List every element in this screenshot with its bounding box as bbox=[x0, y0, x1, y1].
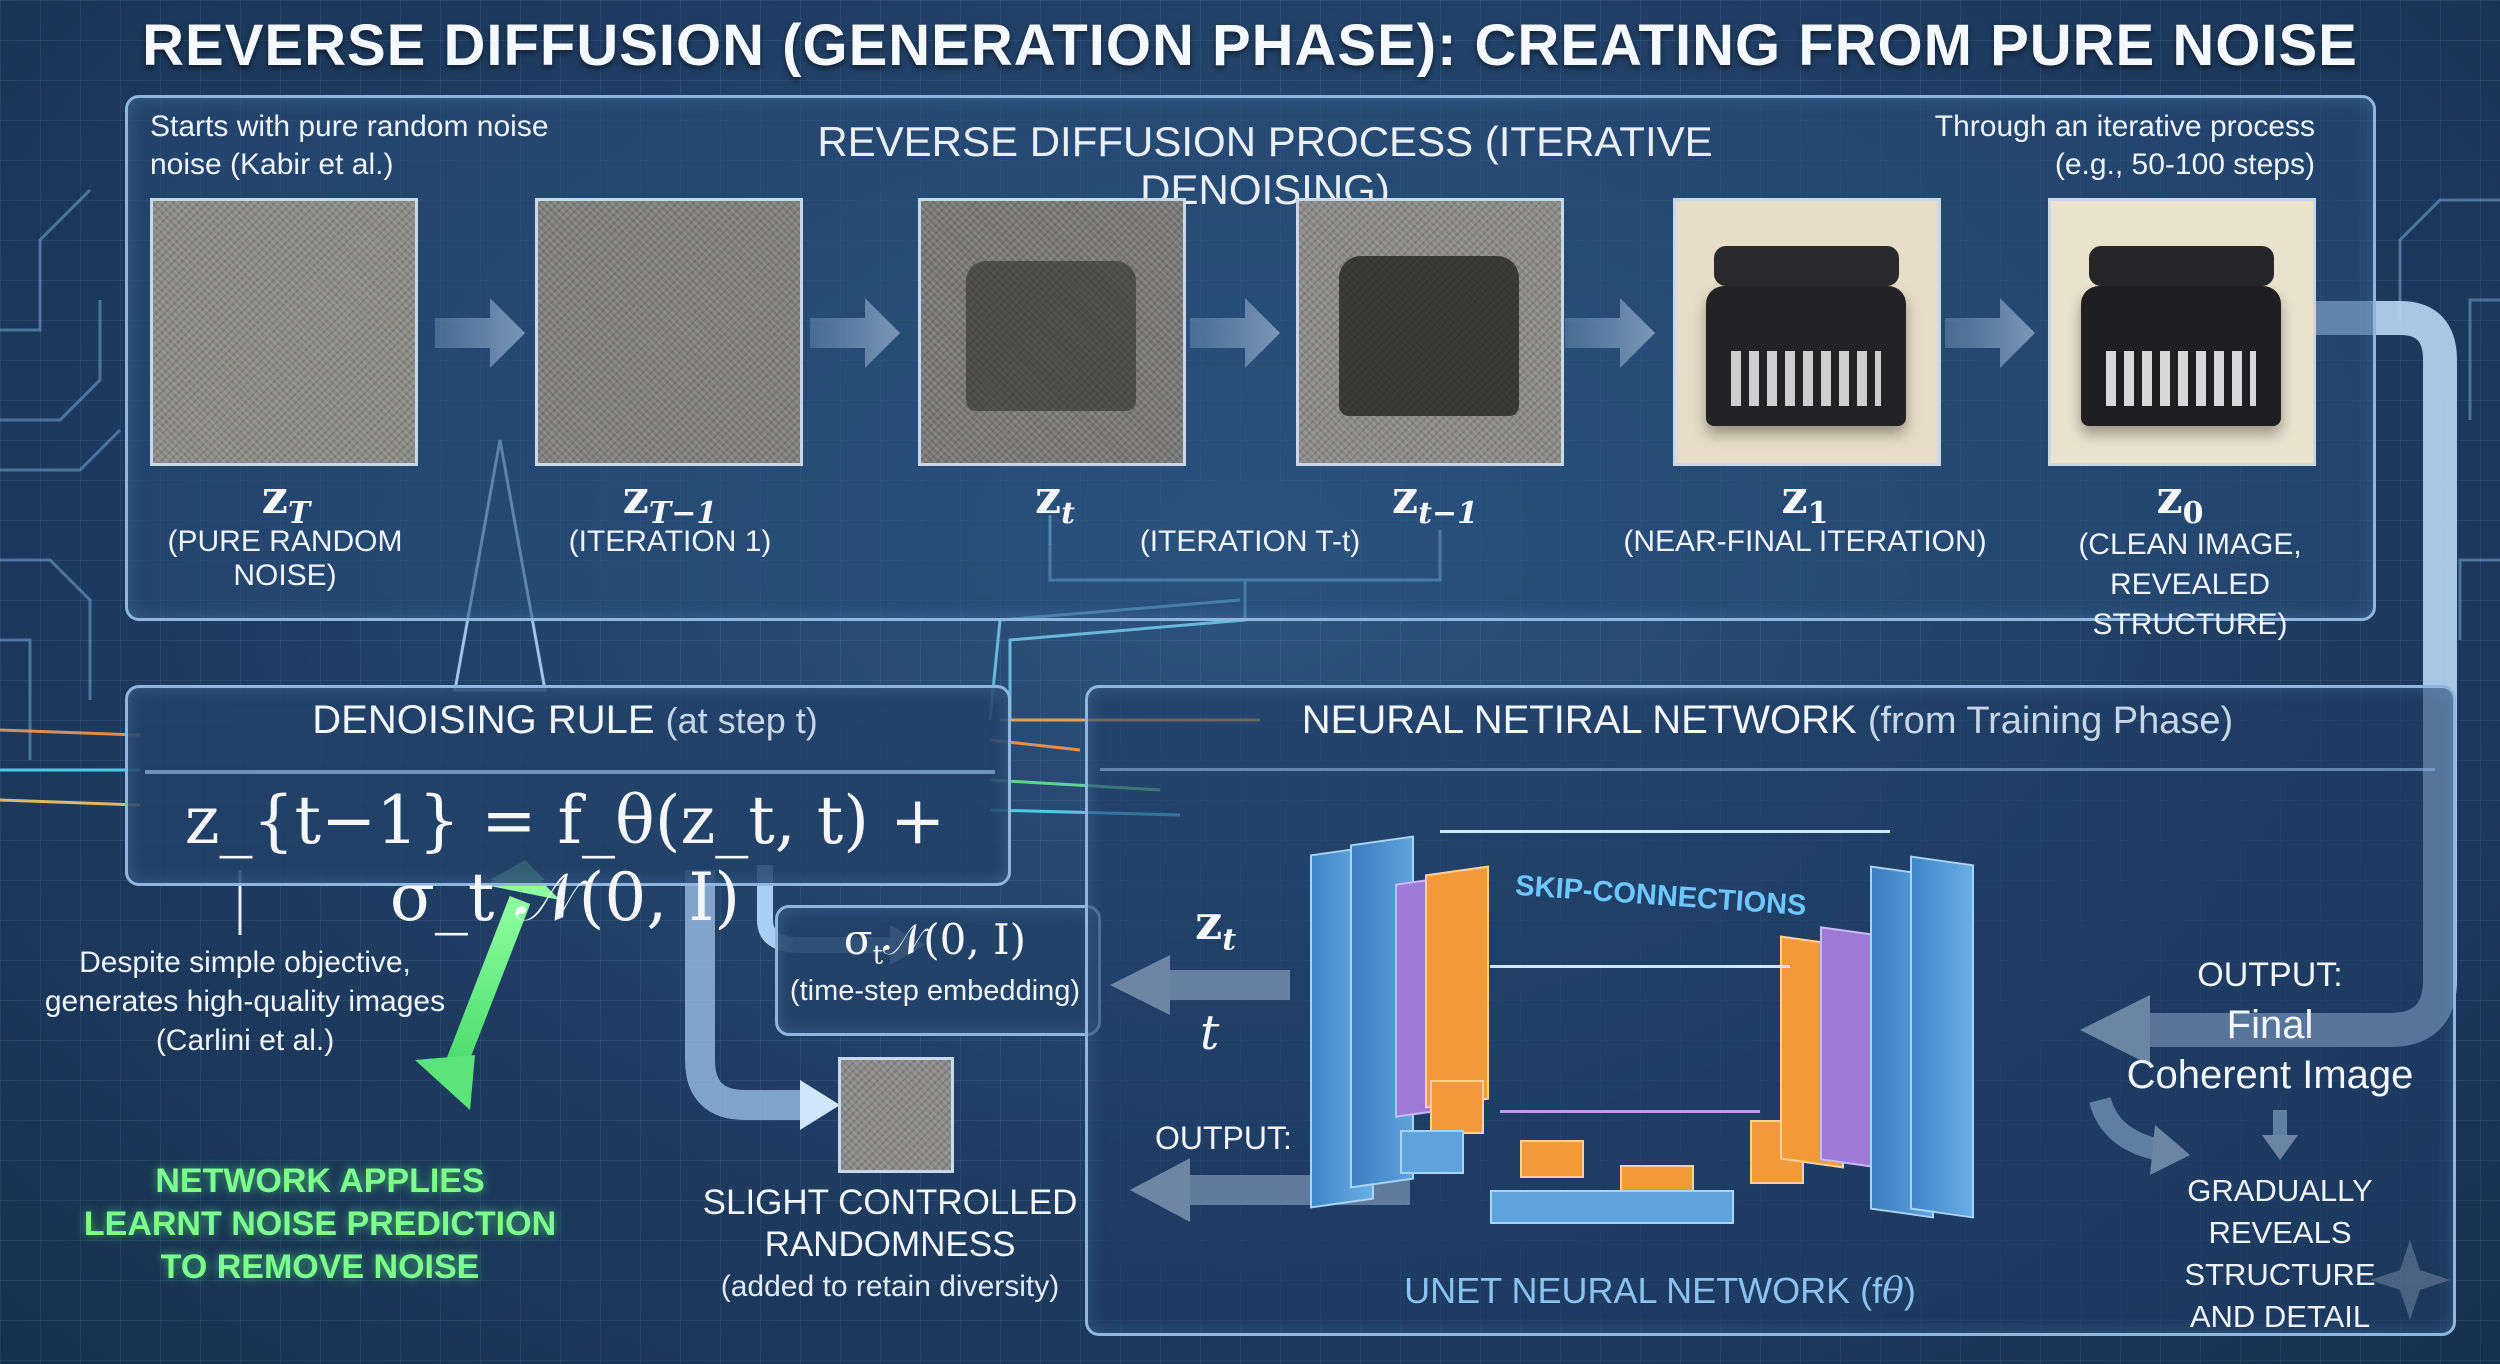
step-var-zT-1: zT−1 bbox=[622, 470, 718, 532]
step-var-zT: zT bbox=[261, 470, 311, 532]
note-despite-line-1: Despite simple objective, bbox=[79, 946, 411, 979]
typewriter-image-z1 bbox=[1673, 198, 1941, 466]
gradually-note: GRADUALLY REVEALS STRUCTURE AND DETAIL bbox=[2110, 1170, 2450, 1338]
network-applies-line-1: NETWORK APPLIES bbox=[155, 1162, 485, 1200]
noise-image-zT bbox=[150, 198, 418, 466]
nn-heading: NEURAL NETIRAL NETWORK (from Training Ph… bbox=[1085, 698, 2450, 743]
nn-heading-suffix: (from Training Phase) bbox=[1867, 700, 2234, 742]
randomness-line-1: SLIGHT CONTROLLED bbox=[702, 1183, 1078, 1222]
input-t: t bbox=[1200, 1005, 1220, 1061]
nn-output-label: OUTPUT: bbox=[1155, 1120, 1292, 1156]
note-left-line-2: noise (Kabir et al.) bbox=[150, 148, 394, 181]
nn-divider bbox=[1100, 768, 2435, 771]
circuit-traces-left bbox=[0, 188, 122, 760]
reverse-diffusion-panel bbox=[125, 95, 2376, 621]
caption-zT: (PURE RANDOM NOISE) bbox=[167, 525, 403, 592]
denoising-rule-panel bbox=[125, 685, 1011, 886]
step-var-zt: zt bbox=[1035, 470, 1075, 532]
final-output-label: OUTPUT: bbox=[2197, 956, 2343, 994]
note-despite-line-2: generates high-quality images bbox=[44, 985, 446, 1018]
input-zt: zt bbox=[1195, 895, 1237, 958]
unet-label: UNET NEURAL NETWORK (fθ) bbox=[1404, 1270, 1916, 1312]
noise-image-zT-1 bbox=[535, 198, 803, 466]
final-output-line-1: Final bbox=[2226, 1003, 2314, 1047]
caption-z0-line-2: REVEALED STRUCTURE) bbox=[2092, 568, 2288, 641]
sigma-box bbox=[775, 905, 1101, 1036]
note-left-line-1: Starts with pure random noise bbox=[150, 110, 549, 143]
sigma-expr: σt𝒩(0, I) bbox=[843, 915, 1027, 971]
randomness-line-2: RANDOMNESS bbox=[764, 1225, 1016, 1264]
network-applies-note: NETWORK APPLIES LEARNT NOISE PREDICTION … bbox=[70, 1160, 570, 1289]
page-title: REVERSE DIFFUSION (GENERATION PHASE): CR… bbox=[142, 13, 2358, 78]
gradually-line-3: AND DETAIL bbox=[2189, 1299, 2371, 1334]
randomness-note: SLIGHT CONTROLLED RANDOMNESS (added to r… bbox=[690, 1182, 1090, 1308]
step-var-z1: z1 bbox=[1781, 470, 1829, 532]
rule-heading-suffix: (at step t) bbox=[665, 700, 818, 741]
network-applies-line-2: LEARNT NOISE PREDICTION bbox=[83, 1205, 557, 1243]
final-output: OUTPUT: Final Coherent Image bbox=[2120, 950, 2420, 1100]
gradually-line-2: REVEALS STRUCTURE bbox=[2184, 1215, 2376, 1292]
note-despite: Despite simple objective, generates high… bbox=[30, 943, 460, 1060]
circuit-traces-right bbox=[2398, 198, 2500, 640]
randomness-line-3: (added to retain diversity) bbox=[720, 1270, 1060, 1303]
note-right-line-2: (e.g., 50-100 steps) bbox=[2054, 148, 2315, 181]
note-left: Starts with pure random noise noise (Kab… bbox=[150, 108, 549, 184]
denoising-equation: z_{t−1} = f_θ(z_t, t) + σ_t 𝒩(0, I) bbox=[184, 782, 946, 936]
network-applies-line-3: TO REMOVE NOISE bbox=[160, 1248, 480, 1286]
gradually-line-1: GRADUALLY bbox=[2187, 1173, 2373, 1208]
rule-heading-main: DENOISING RULE bbox=[312, 698, 655, 742]
unet-diagram bbox=[1310, 790, 2010, 1250]
nn-heading-main: NEURAL NETIRAL NETWORK bbox=[1301, 698, 1857, 742]
step-var-zt-1: zt−1 bbox=[1392, 470, 1478, 532]
caption-iteration-t: (ITERATION T-t) bbox=[1139, 525, 1361, 558]
final-output-line-2: Coherent Image bbox=[2126, 1053, 2414, 1097]
typewriter-silhouette bbox=[966, 261, 1136, 411]
noise-image-zt bbox=[918, 198, 1186, 466]
note-despite-line-3: (Carlini et al.) bbox=[155, 1024, 335, 1057]
typewriter-silhouette-2 bbox=[1339, 256, 1519, 416]
process-heading: REVERSE DIFFUSION PROCESS (ITERATIVE DEN… bbox=[817, 118, 1713, 213]
caption-z0: (CLEAN IMAGE, REVEALED STRUCTURE) bbox=[2010, 525, 2370, 645]
caption-z0-line-1: (CLEAN IMAGE, bbox=[2078, 528, 2302, 561]
caption-z1: (NEAR-FINAL ITERATION) bbox=[1623, 525, 1987, 558]
rule-divider bbox=[145, 770, 995, 774]
rule-heading: DENOISING RULE (at step t) bbox=[125, 698, 1005, 743]
sigma-desc: (time-step embedding) bbox=[789, 975, 1081, 1007]
note-right-line-1: Through an iterative process bbox=[1934, 110, 2315, 143]
note-right: Through an iterative process (e.g., 50-1… bbox=[1880, 108, 2315, 184]
controlled-noise-image bbox=[838, 1057, 954, 1173]
typewriter-image-z0 bbox=[2048, 198, 2316, 466]
noise-image-zt-1 bbox=[1296, 198, 1564, 466]
step-var-z0: z0 bbox=[2156, 470, 2204, 532]
caption-zT-1: (ITERATION 1) bbox=[568, 525, 772, 558]
